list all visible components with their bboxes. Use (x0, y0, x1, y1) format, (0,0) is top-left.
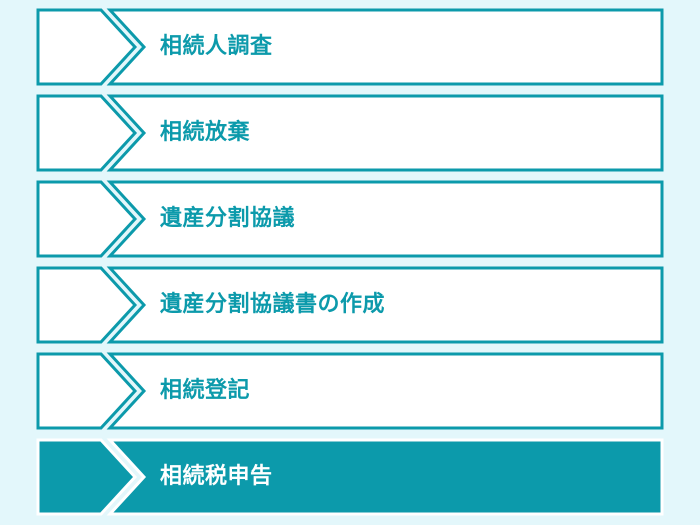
step-6-label: 相続税申告 (160, 464, 273, 489)
step-6-active: 相続税申告 (36, 438, 664, 516)
step-3-chevron-shape (36, 180, 664, 258)
step-6-chevron-shape (36, 438, 664, 516)
step-5-chevron-shape (36, 352, 664, 430)
step-2-chevron-shape (36, 94, 664, 172)
step-4: 遺産分割協議書の作成 (36, 266, 664, 344)
step-3: 遺産分割協議 (36, 180, 664, 258)
step-3-label: 遺産分割協議 (160, 206, 296, 231)
step-4-chevron-shape (36, 266, 664, 344)
step-2: 相続放棄 (36, 94, 664, 172)
step-4-label: 遺産分割協議書の作成 (160, 292, 386, 317)
step-1-label: 相続人調査 (160, 34, 273, 59)
process-step-list: 相続人調査 相続放棄 遺産分割協議 遺産分割協議書の作成 相続登記 (36, 8, 664, 516)
step-1: 相続人調査 (36, 8, 664, 86)
step-2-label: 相続放棄 (160, 120, 251, 145)
step-5-label: 相続登記 (160, 378, 251, 403)
step-5: 相続登記 (36, 352, 664, 430)
step-1-chevron-shape (36, 8, 664, 86)
